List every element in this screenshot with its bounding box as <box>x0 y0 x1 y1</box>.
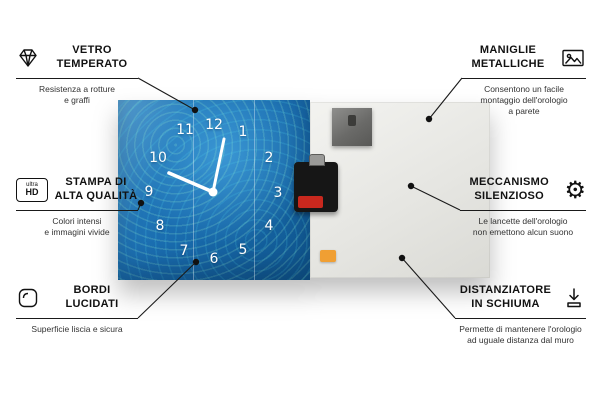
callout-distanziatore-schiuma: DISTANZIATORE IN SCHIUMA Permette di man… <box>455 284 586 346</box>
callout-description: Superficie liscia e sicura <box>31 323 123 334</box>
glass-seam <box>254 100 256 280</box>
callout-maniglie-metalliche: MANIGLIE METALLICHE Consentono un facile… <box>462 44 586 118</box>
clock-front-view: 12 1 2 3 4 5 6 7 8 9 10 11 <box>118 100 310 280</box>
mechanism-hook <box>309 154 325 166</box>
hanger-slot <box>348 115 356 126</box>
clock-mechanism <box>294 154 338 212</box>
foam-spacer <box>320 250 336 262</box>
clock-number: 8 <box>155 218 165 234</box>
gear-icon: ⚙ <box>564 175 586 204</box>
callout-title: DISTANZIATORE IN SCHIUMA <box>459 284 552 310</box>
glass-seam <box>192 100 194 280</box>
callout-title: BORDI LUCIDATI <box>65 284 119 310</box>
callout-title: MANIGLIE METALLICHE <box>471 44 545 70</box>
callout-stampa-alta-qualita: ultra HD STAMPA DI ALTA QUALITÀ Colori i… <box>16 176 138 238</box>
clock-number: 1 <box>238 124 248 140</box>
foam-spacer-icon <box>562 286 586 310</box>
callout-meccanismo-silenzioso: MECCANISMO SILENZIOSO ⚙ Le lancette dell… <box>460 176 586 238</box>
clock-number: 9 <box>144 184 154 200</box>
clock-number: 6 <box>209 251 219 267</box>
diamond-icon <box>16 46 40 70</box>
clock-number: 12 <box>205 117 223 133</box>
polished-edge-icon <box>16 286 40 310</box>
clock-number: 4 <box>264 218 274 234</box>
callout-description: Permette di mantenere l'orologio ad ugua… <box>459 323 582 345</box>
clock-number: 2 <box>264 150 274 166</box>
callout-title: VETRO TEMPERATO <box>56 44 128 70</box>
callout-description: Consentono un facile montaggio dell'orol… <box>480 83 568 117</box>
clock-product-image: 12 1 2 3 4 5 6 7 8 9 10 11 <box>118 100 490 280</box>
clock-hands <box>167 137 226 197</box>
battery <box>298 196 323 208</box>
clock-number: 7 <box>179 243 189 259</box>
callout-bordi-lucidati: BORDI LUCIDATI Superficie liscia e sicur… <box>16 284 138 335</box>
clock-number: 5 <box>238 242 248 258</box>
callout-title: MECCANISMO SILENZIOSO <box>469 176 549 202</box>
clock-number: 10 <box>149 150 167 166</box>
metal-hanger-plate <box>332 108 372 146</box>
callout-description: Resistenza a rotture e graffi <box>38 83 116 105</box>
ultra-hd-icon: ultra HD <box>16 177 48 202</box>
callout-description: Colori intensi e immagini vivide <box>44 215 110 237</box>
picture-frame-icon <box>560 46 586 70</box>
clock-number: 11 <box>176 122 194 138</box>
callout-title: STAMPA DI ALTA QUALITÀ <box>54 176 138 202</box>
clock-number: 3 <box>273 185 283 201</box>
callout-vetro-temperato: VETRO TEMPERATO Resistenza a rotture e g… <box>16 44 138 106</box>
callout-description: Le lancette dell'orologio non emettono a… <box>472 215 574 237</box>
